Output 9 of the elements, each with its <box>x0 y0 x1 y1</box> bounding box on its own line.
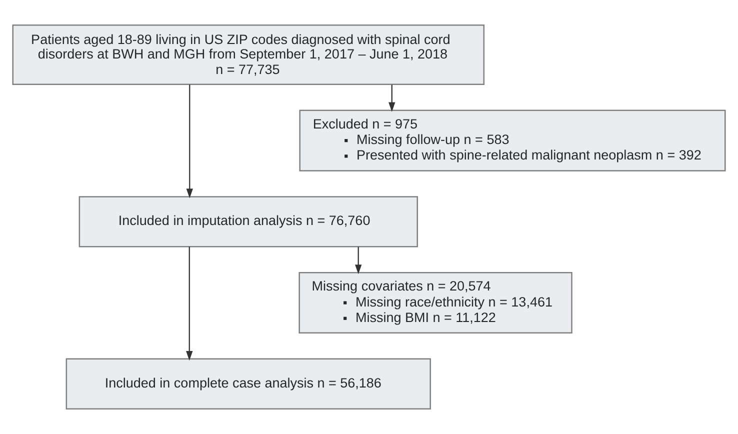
node-box: Patients aged 18-89 living in US ZIP codes diagnosed with spinal cord disorders at BWH and MGH from September 1, 2017 – June 1, 2018 n = 77,735 <box>12 24 485 86</box>
node-box: Included in complete case analysis n = 56,186 <box>66 358 431 410</box>
arrow <box>388 84 396 112</box>
arrow <box>186 84 193 198</box>
arrow <box>186 246 193 361</box>
node-box: Missing covariates n = 20,574 Missing race/ethnicity n = 13,461 Missing BMI n = 11,122 <box>298 272 572 334</box>
node-box: Excluded n = 975 Missing follow-up n = 583 Presented with spine-related malignant neoplasm n = 392 <box>299 110 726 172</box>
node-box: Included in imputation analysis n = 76,760 <box>78 196 418 248</box>
arrow <box>354 246 362 274</box>
